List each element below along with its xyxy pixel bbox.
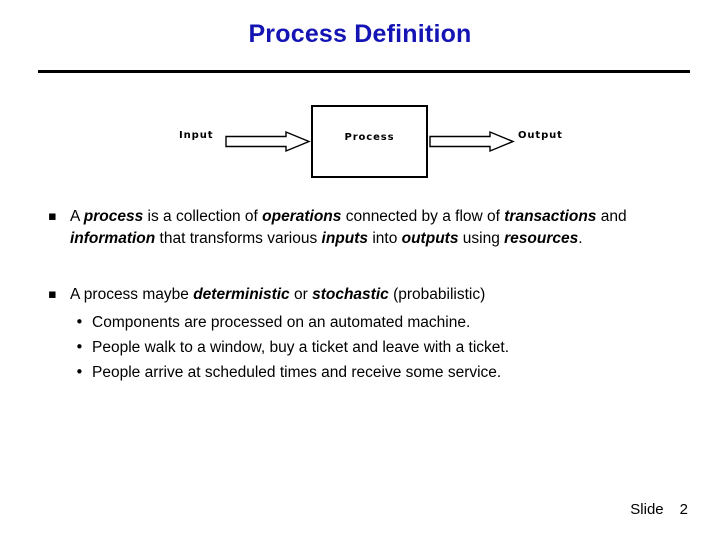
sub-bullet-list: • Components are processed on an automate… [48, 310, 688, 385]
emphasis-term: process [83, 208, 144, 225]
bullet-text-run: that transforms various [155, 230, 322, 247]
title-divider [38, 70, 690, 73]
square-bullet-icon: ▪ [48, 287, 57, 302]
bullet-text-run: into [368, 230, 402, 247]
bullet-text-run: A process maybe [70, 286, 194, 303]
bullet-text-run: . [578, 230, 583, 247]
sub-bullet-item: • People walk to a window, buy a ticket a… [75, 335, 688, 360]
block-arrow-right-icon [225, 130, 311, 153]
block-arrow-right-icon [429, 130, 515, 153]
bullet-text: A process is a collection of operations … [70, 206, 688, 250]
bullet-text-run: is a collection of [143, 208, 263, 225]
emphasis-term: stochastic [312, 286, 389, 303]
sub-bullet-text: People arrive at scheduled times and rec… [92, 364, 502, 381]
process-box: Process [311, 105, 428, 178]
emphasis-term: operations [262, 208, 342, 225]
emphasis-term: information [70, 230, 156, 247]
bullet-item: ▪ A process is a collection of operation… [48, 206, 688, 250]
sub-bullet-item: • People arrive at scheduled times and re… [75, 360, 688, 385]
dot-bullet-icon: • [75, 338, 84, 356]
bullet-text-run: A [70, 208, 84, 225]
process-flow-diagram: Input Process Output [0, 98, 720, 190]
sub-bullet-text: People walk to a window, buy a ticket an… [92, 339, 510, 356]
bullet-text-run: or [289, 286, 313, 303]
sub-bullet-text: Components are processed on an automated… [92, 314, 471, 331]
bullet-text-run: (probabilistic) [388, 286, 486, 303]
bullet-item: ▪ A process maybe deterministic or stoch… [48, 284, 688, 306]
bullet-spacer [48, 250, 688, 284]
diagram-output-label: Output [518, 130, 563, 141]
emphasis-term: resources [504, 230, 579, 247]
emphasis-term: transactions [504, 208, 597, 225]
slide-footer-label: Slide [630, 501, 664, 518]
emphasis-term: outputs [401, 230, 459, 247]
diagram-arrows [225, 130, 515, 153]
emphasis-term: inputs [321, 230, 369, 247]
diagram-process-label: Process [344, 132, 395, 143]
bullet-text: A process maybe deterministic or stochas… [70, 284, 688, 306]
emphasis-term: deterministic [193, 286, 290, 303]
square-bullet-icon: ▪ [48, 209, 57, 224]
diagram-input-label: Input [179, 130, 214, 141]
slide-body: ▪ A process is a collection of operation… [48, 206, 688, 385]
bullet-text-run: and [596, 208, 627, 225]
slide-number: 2 [679, 501, 688, 518]
dot-bullet-icon: • [75, 313, 84, 331]
slide-footer: Slide 2 [630, 501, 688, 518]
dot-bullet-icon: • [75, 363, 84, 381]
sub-bullet-item: • Components are processed on an automate… [75, 310, 688, 335]
bullet-text-run: using [458, 230, 505, 247]
bullet-text-run: connected by a flow of [341, 208, 505, 225]
page-title: Process Definition [248, 20, 472, 48]
